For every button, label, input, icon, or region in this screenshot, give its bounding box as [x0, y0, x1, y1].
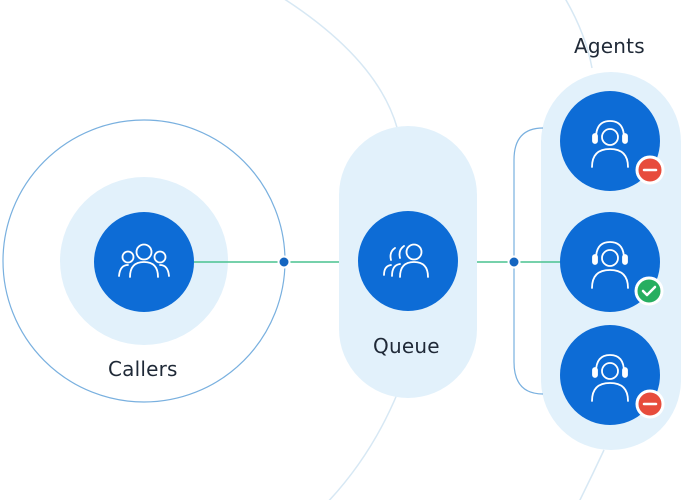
queue-node — [358, 211, 458, 311]
status-badge-busy — [635, 155, 665, 185]
agents-label: Agents — [574, 34, 645, 58]
check-icon — [641, 285, 657, 297]
queue-users-icon — [383, 243, 429, 278]
group-users-icon — [118, 243, 170, 278]
background-arc-bottom-right — [579, 449, 605, 500]
headset-agent-icon — [591, 241, 629, 289]
junction-dot-agents — [507, 255, 521, 269]
junction-dot-callers — [277, 255, 291, 269]
agent-node-1 — [560, 91, 665, 191]
headset-agent-icon — [591, 120, 629, 168]
background-arc-top-right — [565, 0, 593, 69]
callers-node — [94, 212, 194, 312]
callers-label: Callers — [108, 357, 178, 381]
agent-node-2 — [560, 212, 664, 312]
background-arc-left — [284, 0, 401, 141]
status-badge-available — [634, 276, 664, 306]
queue-label: Queue — [373, 334, 440, 358]
status-badge-busy — [635, 389, 665, 419]
agent-node-3 — [560, 325, 665, 425]
headset-agent-icon — [591, 354, 629, 402]
background-arc-bottom-left — [328, 391, 399, 500]
